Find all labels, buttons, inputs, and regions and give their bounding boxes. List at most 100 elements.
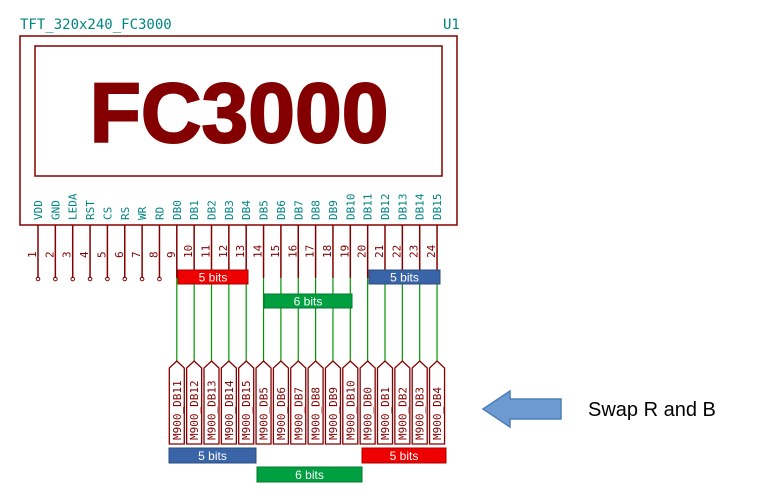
pin-name: DB1 <box>188 200 201 220</box>
bit-group-top-red: 5 bits <box>177 269 249 285</box>
label-outline <box>342 360 359 445</box>
global-label-m900-db14: M900_DB14 <box>220 360 237 445</box>
pin-name: DB15 <box>431 194 444 221</box>
global-label-m900-db15: M900_DB15 <box>238 360 255 445</box>
pin-number: 11 <box>200 245 213 258</box>
global-label-m900-db0: M900_DB0 <box>359 360 376 445</box>
pin-name: DB3 <box>223 200 236 220</box>
label-outline <box>307 360 324 445</box>
pin-17: DB8 17 <box>304 200 323 278</box>
label-text: M900_DB2 <box>396 387 409 440</box>
global-label-m900-db6: M900_DB6 <box>272 360 290 445</box>
pin-20: DB11 20 <box>356 194 375 278</box>
pin-19: DB10 19 <box>338 194 357 278</box>
pin-number: 21 <box>373 245 386 258</box>
label-outline <box>272 360 290 445</box>
wires <box>176 278 438 362</box>
pin-number: 19 <box>338 245 351 258</box>
pin-5: CS5 <box>95 207 114 282</box>
pin-number: 12 <box>217 245 230 258</box>
pin-number: 15 <box>269 245 282 258</box>
bit-bar-label: 5 bits <box>390 449 419 463</box>
pin-end <box>139 276 145 282</box>
pin-number: 8 <box>147 251 160 258</box>
global-label-m900-db12: M900_DB12 <box>186 360 203 445</box>
label-text: M900_DB7 <box>292 387 305 440</box>
label-text: M900_DB11 <box>171 380 184 440</box>
pin-number: 16 <box>286 245 299 258</box>
global-label-m900-db1: M900_DB1 <box>376 360 394 445</box>
global-label-m900-db9: M900_DB9 <box>324 360 342 445</box>
pin-number: 3 <box>61 251 74 258</box>
pin-number: 20 <box>356 245 369 258</box>
annotation-text: Swap R and B <box>588 399 716 421</box>
pin-name: DB10 <box>344 194 357 221</box>
pin-number: 13 <box>234 245 247 258</box>
bit-bar <box>256 466 363 483</box>
label-outline <box>168 360 185 445</box>
label-text: M900_DB13 <box>206 380 219 440</box>
label-text: M900_DB5 <box>258 387 271 440</box>
global-label-m900-db5: M900_DB5 <box>255 360 272 445</box>
bit-bar <box>168 447 257 464</box>
pin-number: 2 <box>43 251 56 258</box>
pin-number: 6 <box>113 251 126 258</box>
pin-number: 9 <box>165 251 178 258</box>
pin-name: VDD <box>32 200 45 220</box>
pin-6: RS6 <box>113 207 132 282</box>
pin-number: 23 <box>408 245 421 258</box>
bit-group-top-green: 6 bits <box>263 293 353 309</box>
bit-group-top-blue: 5 bits <box>368 269 441 285</box>
bit-bar <box>177 269 249 285</box>
label-text: M900_DB8 <box>310 387 323 440</box>
label-outline <box>411 360 428 445</box>
bit-bar-label: 5 bits <box>198 449 227 463</box>
pin-end <box>70 276 75 282</box>
pin-number: 22 <box>390 245 403 258</box>
pins: VDD1GND2LEDA3RST4CS5RS6WR7RD8DB09DB110DB… <box>26 193 444 282</box>
label-text: M900_DB14 <box>223 380 236 440</box>
screen-display-text: FC3000 <box>90 66 389 160</box>
pin-name: RD <box>153 207 166 220</box>
global-label-m900-db3: M900_DB3 <box>411 360 428 445</box>
global-label-m900-db7: M900_DB7 <box>290 360 307 445</box>
component-outline <box>19 35 458 226</box>
pin-8: RD 8 <box>147 207 166 282</box>
lcd-screen <box>34 45 443 177</box>
pin-number: 17 <box>304 245 317 258</box>
pin-number: 24 <box>425 244 438 258</box>
label-text: M900_DB0 <box>362 387 375 440</box>
bit-group-bottom-green: 6 bits <box>256 466 363 483</box>
bit-group-bottom-blue: 5 bits <box>168 447 257 464</box>
label-outline <box>203 360 220 445</box>
bit-bar <box>368 269 441 285</box>
pin-name: DB11 <box>362 194 375 221</box>
label-outline <box>186 360 203 445</box>
bit-bar <box>361 447 447 464</box>
pin-name: DB2 <box>206 200 219 220</box>
pin-name: DB6 <box>275 200 288 220</box>
pin-number: 10 <box>182 245 195 258</box>
pin-name: DB8 <box>310 200 323 220</box>
label-outline <box>394 360 411 445</box>
bit-bar-label: 5 bits <box>390 271 419 285</box>
pin-number: 1 <box>26 251 39 258</box>
global-label-m900-db11: M900_DB11 <box>168 360 185 445</box>
global-label-m900-db2: M900_DB2 <box>394 360 411 445</box>
label-outline <box>324 360 342 445</box>
pin-end <box>157 276 162 282</box>
pin-end <box>35 276 41 282</box>
global-label-m900-db13: M900_DB13 <box>203 360 220 445</box>
label-outline <box>238 360 255 445</box>
